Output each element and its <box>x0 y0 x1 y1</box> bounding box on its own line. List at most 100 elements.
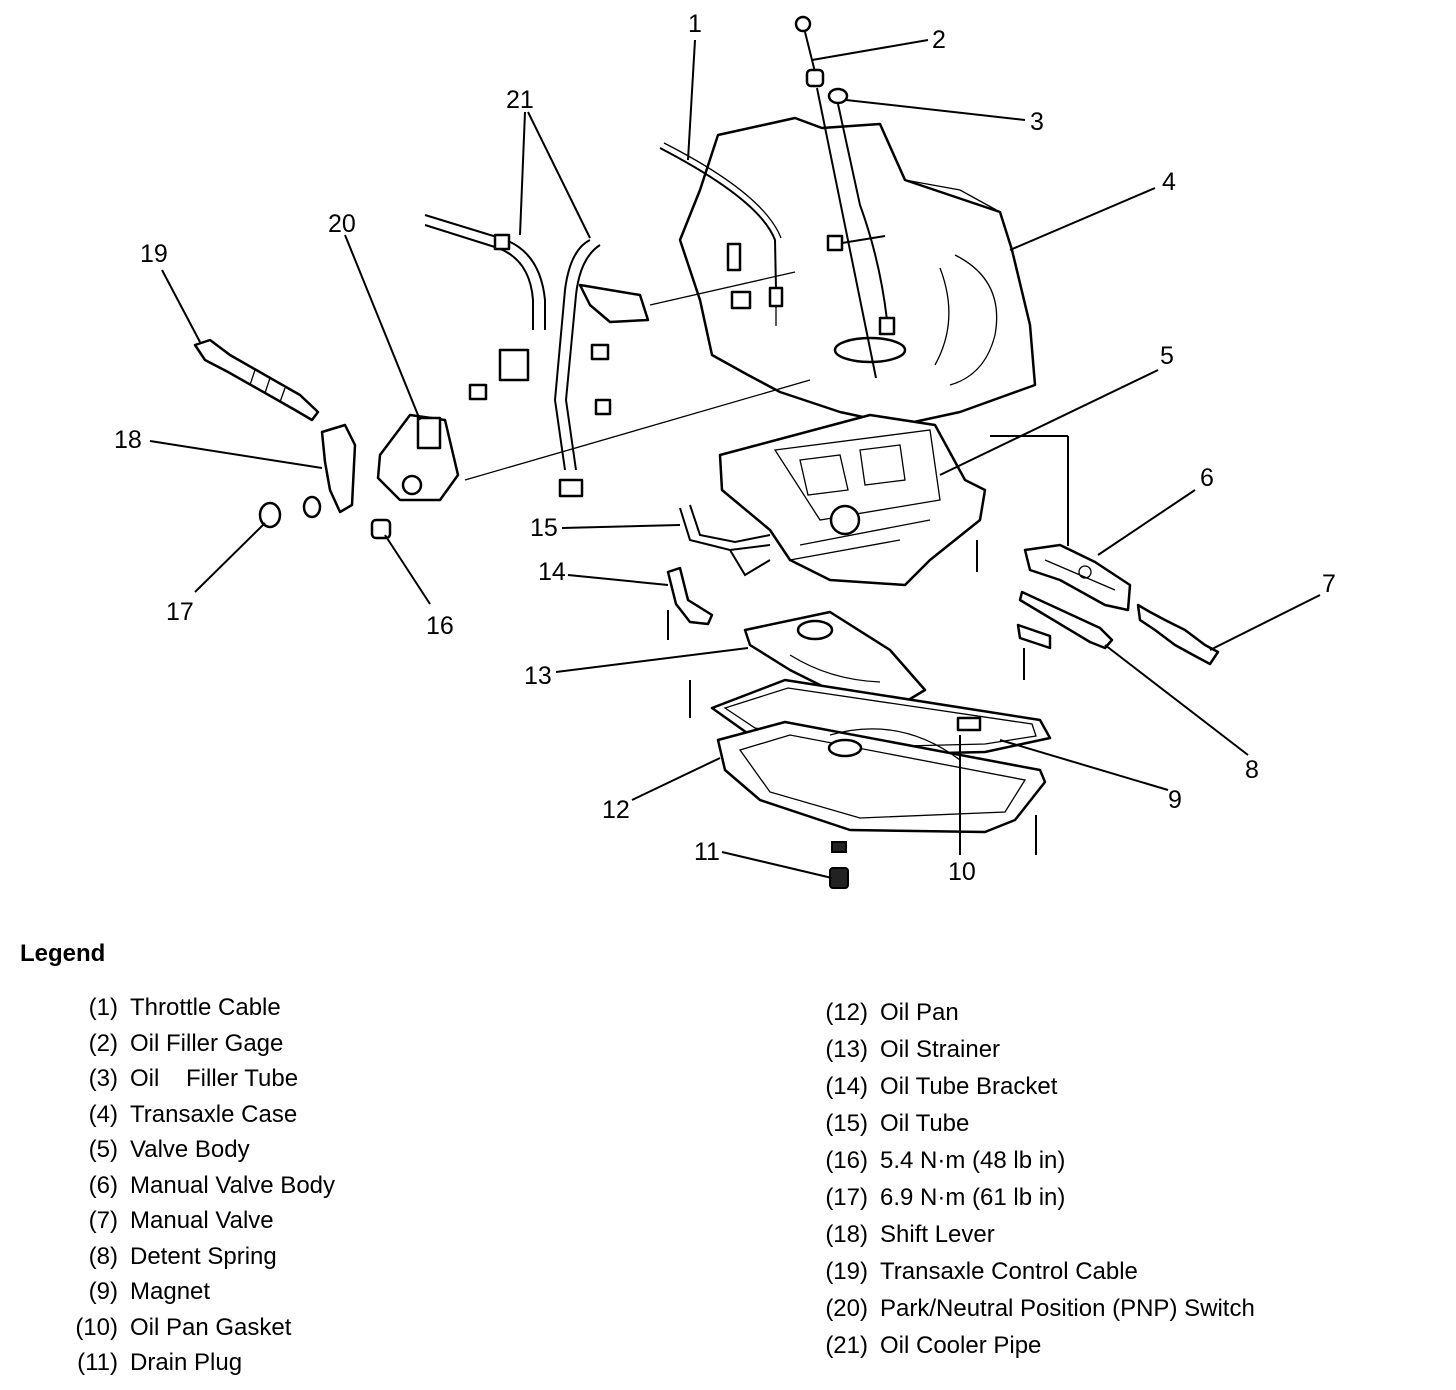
legend-item: (6) Manual Valve Body <box>58 1171 478 1201</box>
legend-num: (14) <box>825 1073 868 1100</box>
legend-label: Valve Body <box>130 1136 250 1163</box>
oil-filler-tube <box>826 87 896 336</box>
legend-num: (1) <box>88 994 118 1021</box>
legend-label: Manual Valve Body <box>130 1172 336 1199</box>
legend-num: (11) <box>77 1349 118 1376</box>
legend-label: 5.4 N·m (48 lb in) <box>880 1147 1066 1174</box>
legend-num: (4) <box>88 1101 118 1128</box>
legend-item: (9) Magnet <box>58 1277 478 1307</box>
callout-5: 5 <box>1160 342 1174 370</box>
legend-num: (17) <box>825 1184 868 1211</box>
legend-num: (8) <box>88 1243 118 1270</box>
legend-num: (13) <box>825 1036 868 1063</box>
callout-15: 15 <box>530 514 558 542</box>
callout-19: 19 <box>140 240 168 268</box>
legend-label: Shift Lever <box>880 1221 995 1248</box>
legend-item: (19) Transaxle Control Cable <box>808 1257 1428 1287</box>
legend-item: (17) 6.9 N·m (61 lb in) <box>808 1183 1428 1213</box>
legend-num: (5) <box>88 1136 118 1163</box>
legend-num: (18) <box>825 1221 868 1248</box>
callout-1: 1 <box>688 10 702 38</box>
legend-num: (16) <box>825 1147 868 1174</box>
oil-cooler-pipe <box>424 214 811 498</box>
legend-num: (19) <box>825 1258 868 1285</box>
legend-item: (3) Oil Filler Tube <box>58 1064 478 1094</box>
callout-4: 4 <box>1162 168 1176 196</box>
transaxle-case <box>678 116 1037 427</box>
callout-20: 20 <box>328 210 356 238</box>
legend-item: (10) Oil Pan Gasket <box>58 1313 478 1343</box>
legend-item: (7) Manual Valve <box>58 1206 478 1236</box>
callout-2: 2 <box>932 26 946 54</box>
legend-label: Oil Tube <box>880 1110 970 1137</box>
oil-tube-bracket <box>666 566 714 640</box>
legend-label: Detent Spring <box>130 1243 277 1270</box>
callout-7: 7 <box>1322 570 1336 598</box>
legend-num: (10) <box>75 1314 118 1341</box>
bolts <box>689 540 1037 855</box>
callout-16: 16 <box>426 612 454 640</box>
callout-11: 11 <box>694 838 720 866</box>
legend-item: (15) Oil Tube <box>808 1109 1428 1139</box>
legend-label: Throttle Cable <box>130 994 281 1021</box>
legend-item: (11)Drain Plug <box>58 1348 478 1378</box>
legend-num: (2) <box>88 1030 118 1057</box>
legend-label: 6.9 N·m (61 lb in) <box>880 1184 1066 1211</box>
legend-item: (1) Throttle Cable <box>58 993 478 1023</box>
legend-item: (16) 5.4 N·m (48 lb in) <box>808 1146 1428 1176</box>
legend-label: Oil Filler Gage <box>130 1030 284 1057</box>
legend-label: Transaxle Control Cable <box>880 1258 1138 1285</box>
legend-label: Manual Valve <box>130 1207 274 1234</box>
callout-9: 9 <box>1168 786 1182 814</box>
drain-plug <box>829 841 849 889</box>
leader-lines <box>149 39 1321 879</box>
legend-label: Oil Strainer <box>880 1036 1001 1063</box>
shift-lever <box>320 423 357 514</box>
manual-valve-body <box>1023 543 1132 612</box>
legend-item: (13) Oil Strainer <box>808 1035 1428 1065</box>
callout-18: 18 <box>114 426 142 454</box>
oil-filler-gage <box>794 15 877 379</box>
transaxle-control-cable <box>193 338 320 422</box>
legend-num: (7) <box>88 1207 118 1234</box>
legend-item: (4) Transaxle Case <box>58 1100 478 1130</box>
legend-title: Legend <box>20 940 106 967</box>
callout-14: 14 <box>538 558 566 586</box>
callout-6: 6 <box>1200 464 1214 492</box>
detent-spring <box>1016 590 1114 650</box>
legend-num: (9) <box>88 1278 118 1305</box>
legend-num: (3) <box>88 1065 118 1092</box>
legend-num: (12) <box>825 999 868 1026</box>
pnp-switch <box>376 413 460 502</box>
callout-8: 8 <box>1245 756 1259 784</box>
small-parts <box>258 495 392 540</box>
legend-item: (20) Park/Neutral Position (PNP) Switch <box>808 1294 1428 1324</box>
legend-num: (15) <box>825 1110 868 1137</box>
legend-num: (20) <box>825 1295 868 1322</box>
legend-label: Oil Filler Tube <box>130 1065 299 1092</box>
throttle-cable <box>659 142 784 326</box>
manual-valve <box>1136 603 1220 666</box>
callout-13: 13 <box>524 662 552 690</box>
legend-item: (2) Oil Filler Gage <box>58 1029 478 1059</box>
callout-17: 17 <box>166 598 194 626</box>
oil-tube <box>679 504 771 577</box>
legend-item: (21) Oil Cooler Pipe <box>808 1331 1428 1361</box>
legend-label: Park/Neutral Position (PNP) Switch <box>880 1295 1255 1322</box>
legend-item: (5) Valve Body <box>58 1135 478 1165</box>
callout-labels: 1 2 3 4 5 6 7 8 9 10 11 12 13 14 15 16 1… <box>114 10 1336 886</box>
legend-num: (6) <box>88 1172 118 1199</box>
callout-21: 21 <box>506 86 534 114</box>
legend-num: (21) <box>825 1332 868 1359</box>
legend-item: (8) Detent Spring <box>58 1242 478 1272</box>
oil-pan <box>716 716 1047 834</box>
legend-label: Oil Cooler Pipe <box>880 1332 1042 1359</box>
legend-item: (14)Oil Tube Bracket <box>808 1072 1428 1102</box>
callout-3: 3 <box>1030 108 1044 136</box>
legend-item: (18) Shift Lever <box>808 1220 1428 1250</box>
valve-body <box>718 413 987 587</box>
legend-label: Magnet <box>130 1278 211 1305</box>
legend-label: Transaxle Case <box>130 1101 298 1128</box>
legend-label: Oil Pan Gasket <box>130 1314 292 1341</box>
legend-item: (12)Oil Pan <box>808 998 1428 1028</box>
